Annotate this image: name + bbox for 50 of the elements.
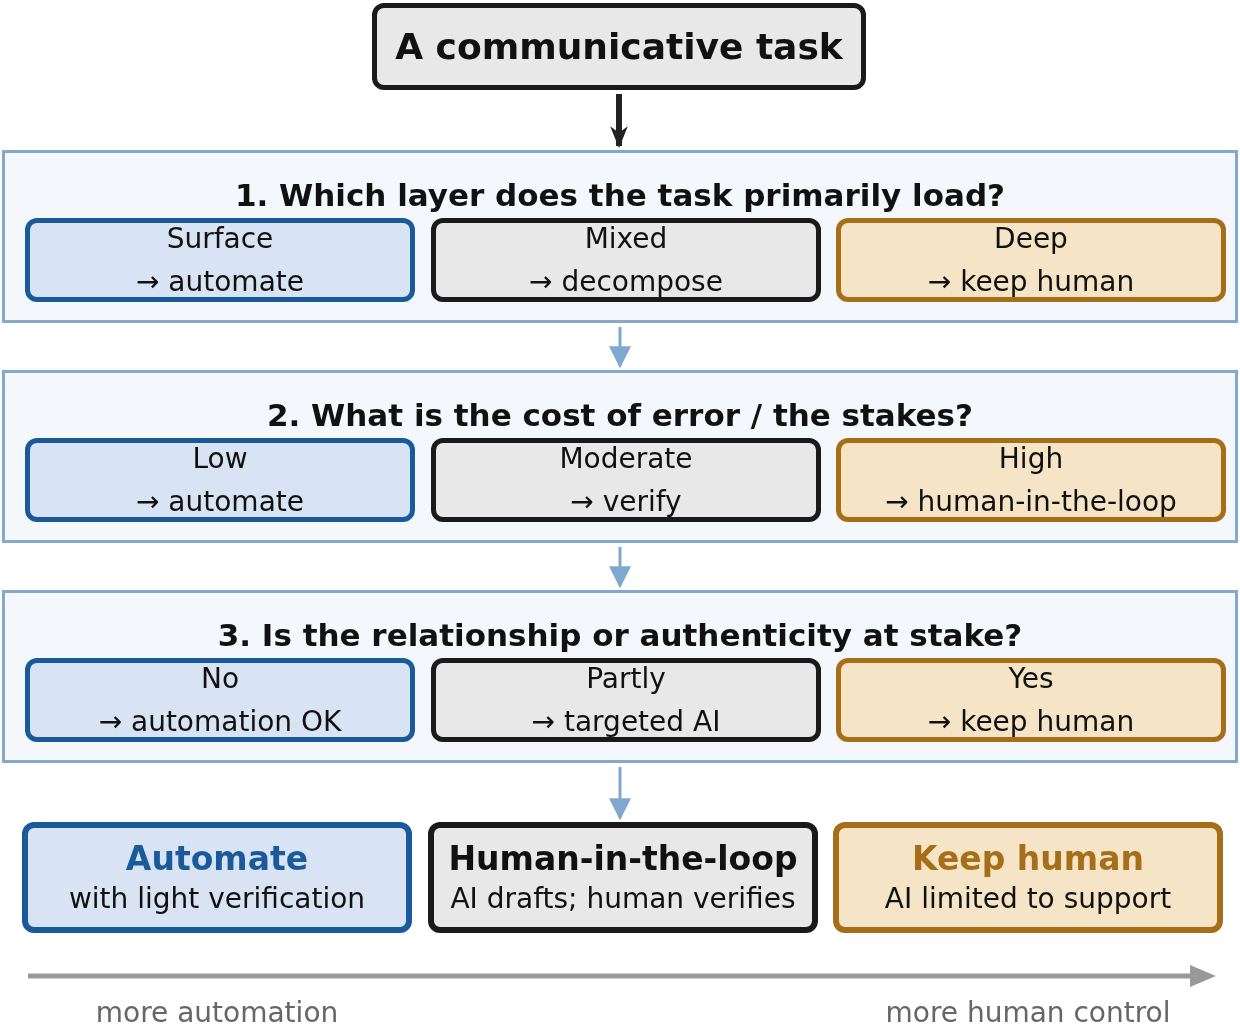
axis-label: more human control <box>885 996 1171 1027</box>
box-text: → targeted AI <box>531 704 721 740</box>
box-heading: Deep <box>994 220 1068 257</box>
box-heading: Partly <box>586 660 666 697</box>
arrow <box>610 94 628 149</box>
box-heading: Yes <box>1008 660 1054 697</box>
box-text: → automation OK <box>98 704 342 740</box>
option-box <box>431 218 821 302</box>
option-box <box>25 218 415 302</box>
box-text: → human-in-the-loop <box>885 484 1177 520</box>
box-text: → automate <box>136 264 304 300</box>
box-text: → automate <box>136 484 304 520</box>
box-heading: Moderate <box>559 440 693 477</box>
box-text: AI drafts; human verifies <box>450 880 796 917</box>
box-heading: No <box>200 660 240 697</box>
task-box <box>372 3 866 90</box>
option-box <box>836 438 1226 522</box>
box-text: → decompose <box>529 264 723 300</box>
box-heading: Automate <box>125 837 309 880</box>
question-heading: 1. Which layer does the task primarily load? <box>234 176 1006 215</box>
question-heading: 2. What is the cost of error / the stakes? <box>266 396 974 435</box>
box-text: AI limited to support <box>884 880 1172 917</box>
axis-label: more automation <box>95 996 339 1027</box>
box-text: → keep human <box>927 264 1135 300</box>
outcome-box <box>428 822 818 933</box>
outcome-box <box>22 822 412 933</box>
box-heading: Mixed <box>584 220 668 257</box>
box-heading: Human-in-the-loop <box>448 837 798 880</box>
question-panel <box>2 150 1238 323</box>
box-text: → verify <box>570 484 682 520</box>
arrow <box>609 767 631 821</box>
box-text: → keep human <box>927 704 1135 740</box>
box-heading: Low <box>192 440 248 477</box>
option-box <box>431 658 821 742</box>
box-heading: Keep human <box>912 837 1144 880</box>
option-box <box>431 438 821 522</box>
arrow <box>609 327 631 369</box>
box-heading: Surface <box>166 220 274 257</box>
question-heading: 3. Is the relationship or authenticity at stake? <box>217 616 1023 655</box>
option-box <box>836 218 1226 302</box>
box-heading: High <box>998 440 1064 477</box>
outcome-box <box>833 822 1223 933</box>
option-box <box>836 658 1226 742</box>
box-text: with light verification <box>68 880 366 917</box>
question-panel <box>2 590 1238 763</box>
option-box <box>25 658 415 742</box>
question-panel <box>2 370 1238 543</box>
arrow <box>609 547 631 589</box>
box-heading: A communicative task <box>395 24 843 69</box>
option-box <box>25 438 415 522</box>
